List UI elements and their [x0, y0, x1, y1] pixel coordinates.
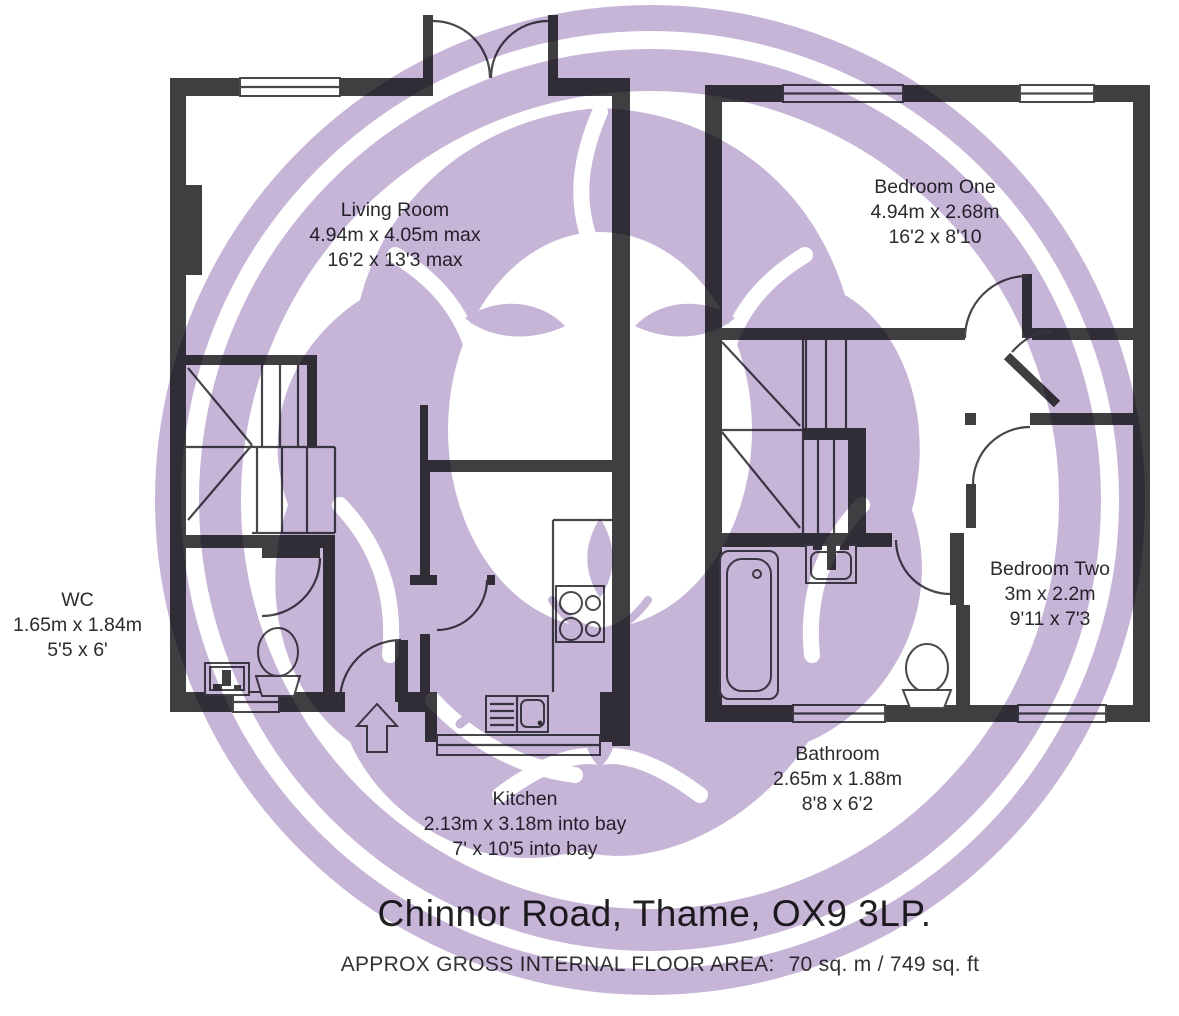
- room-dim-imperial: 16'2 x 13'3 max: [327, 249, 463, 271]
- room-label-bedroom-two: Bedroom Two 3m x 2.2m 9'11 x 7'3: [950, 557, 1150, 632]
- property-address-title: Chinnor Road, Thame, OX9 3LP.: [377, 893, 932, 934]
- bedroom-one-partition: [717, 274, 1133, 340]
- chimney-breast: [186, 185, 202, 275]
- room-label-bedroom-one: Bedroom One 4.94m x 2.68m 16'2 x 8'10: [820, 175, 1050, 250]
- room-dim-imperial: 8'8 x 6'2: [801, 793, 874, 815]
- room-dim-metric: 4.94m x 4.05m max: [309, 224, 481, 246]
- bedroom-two-partition: [965, 413, 1133, 528]
- entrance-door-arc: [338, 638, 402, 702]
- room-dim-imperial: 5'5 x 6': [47, 639, 108, 661]
- room-name: Bedroom Two: [990, 558, 1110, 580]
- bedroom-one-door-leaf: [1022, 274, 1032, 338]
- ground-floor-plan: [170, 15, 630, 756]
- kitchen-fixtures: [485, 518, 612, 733]
- bay-side-left: [425, 692, 437, 742]
- wc-toilet-icon: [257, 627, 299, 677]
- room-name: Living Room: [340, 199, 450, 221]
- room-dim-metric: 4.94m x 2.68m: [870, 201, 1000, 223]
- front-door-leaf-left: [423, 15, 433, 96]
- entrance-arrow-icon: [354, 702, 400, 753]
- room-dim-metric: 2.65m x 1.88m: [773, 768, 902, 790]
- wc-fixtures: [204, 627, 302, 697]
- wc-door-leaf: [262, 548, 320, 558]
- room-label-kitchen: Kitchen 2.13m x 3.18m into bay 7' x 10'5…: [390, 787, 660, 862]
- entrance-door-leaf: [395, 640, 408, 702]
- bedroom-one-door-arc: [963, 274, 1028, 339]
- front-door-leaf-right: [548, 15, 558, 96]
- airing-cupboard: [1003, 330, 1061, 408]
- bedroom-two-door-leaf: [966, 484, 976, 528]
- room-dim-metric: 3m x 2.2m: [1004, 583, 1096, 605]
- room-dim-imperial: 7' x 10'5 into bay: [452, 838, 598, 860]
- entrance-door: [338, 638, 408, 702]
- room-label-bathroom: Bathroom 2.65m x 1.88m 8'8 x 6'2: [720, 742, 955, 817]
- room-name: Bedroom One: [874, 176, 996, 198]
- bathroom-toilet-base: [901, 689, 953, 709]
- kitchen-partition: [410, 405, 612, 692]
- room-label-wc: WC 1.65m x 1.84m 5'5 x 6': [0, 588, 155, 663]
- bathroom-door-arc: [894, 539, 951, 596]
- bathroom-toilet-icon: [905, 643, 949, 693]
- room-name: Bathroom: [795, 743, 880, 765]
- bay-side-right: [600, 692, 612, 742]
- room-dim-imperial: 9'11 x 7'3: [1009, 608, 1091, 630]
- room-dim-metric: 1.65m x 1.84m: [13, 614, 142, 636]
- bathroom-fixtures: [719, 542, 953, 709]
- floor-area-value: 70 sq. m / 749 sq. ft: [788, 953, 980, 976]
- front-door-arc-left: [432, 19, 492, 79]
- first-floor-stairs: [721, 340, 866, 538]
- room-dim-metric: 2.13m x 3.18m into bay: [423, 813, 627, 835]
- wc-door-arc: [261, 557, 322, 618]
- kitchen-door-arc: [436, 579, 489, 632]
- room-label-living-room: Living Room 4.94m x 4.05m max 16'2 x 13'…: [280, 198, 510, 273]
- floor-area-summary: APPROX GROSS INTERNAL FLOOR AREA: 70 sq. …: [130, 953, 1179, 977]
- room-name: Kitchen: [492, 788, 558, 810]
- room-name: WC: [61, 589, 94, 611]
- front-door-arc-right: [489, 19, 549, 79]
- floor-area-label: APPROX GROSS INTERNAL FLOOR AREA:: [340, 953, 775, 976]
- stairwell-wall: [803, 428, 866, 440]
- bedroom-two-door-arc: [971, 425, 1031, 485]
- room-dim-imperial: 16'2 x 8'10: [888, 226, 982, 248]
- ground-floor-stairs: [175, 355, 337, 548]
- wc-toilet-base: [254, 675, 302, 697]
